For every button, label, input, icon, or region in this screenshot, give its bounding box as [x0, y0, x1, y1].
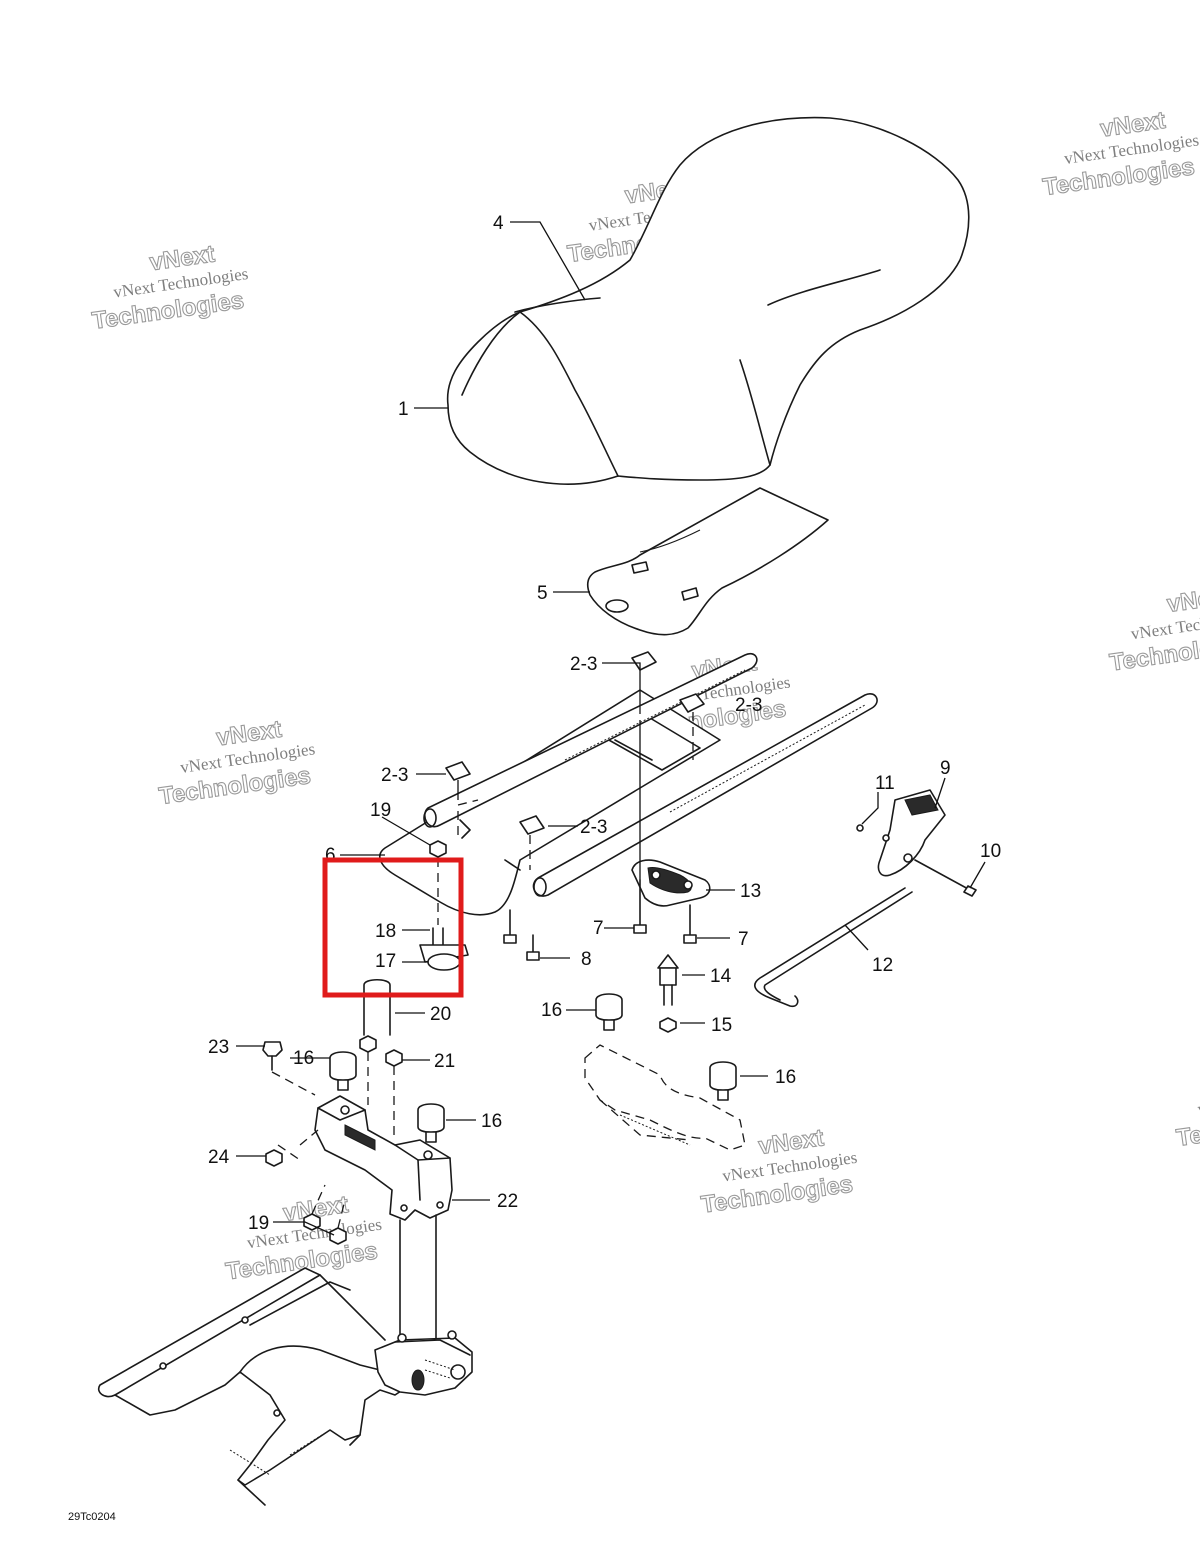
part-label-7: 7 — [593, 918, 604, 939]
seat-latch — [856, 789, 977, 897]
bolt — [503, 879, 697, 961]
watermark: vNext vNext Technologies Technologies — [1107, 582, 1200, 677]
part-label-23: 23 — [208, 1037, 229, 1058]
part-label-12: 12 — [872, 955, 893, 976]
part-label-17: 17 — [375, 951, 396, 972]
watermark: vNext vNext Technologies Technologies — [1174, 1081, 1200, 1152]
rubber-bumper — [329, 993, 737, 1143]
watermark: vNext vNext Technologies Technologies — [699, 1124, 858, 1219]
part-label-2-3: 2-3 — [381, 765, 408, 786]
part-label-10: 10 — [980, 841, 1001, 862]
rear-support-bracket — [584, 1044, 746, 1151]
svg-text:vNext: vNext — [1165, 582, 1200, 618]
part-label-24: 24 — [208, 1147, 230, 1168]
part-label-20: 20 — [430, 1004, 451, 1025]
part-label-22: 22 — [497, 1191, 518, 1212]
seat-pan — [586, 487, 829, 636]
part-label-14: 14 — [710, 966, 732, 987]
part-label-2-3: 2-3 — [570, 654, 597, 675]
part-label-16: 16 — [293, 1048, 314, 1069]
part-label-19: 19 — [248, 1213, 269, 1234]
part-label-11: 11 — [875, 773, 895, 794]
seat-frame — [379, 652, 878, 916]
svg-text:vNext Technologies: vNext Technologies — [1196, 1081, 1200, 1119]
part-labels: 4 1 5 2-3 2-3 2-3 2-3 19 6 11 9 10 13 7 … — [208, 213, 1001, 1234]
part-label-2-3: 2-3 — [735, 695, 762, 716]
square-nut — [445, 651, 705, 835]
part-label-2-3: 2-3 — [580, 817, 607, 838]
watermark: vNext vNext Technologies Technologies — [157, 715, 316, 810]
part-label-19: 19 — [370, 800, 391, 821]
part-label-6: 6 — [325, 845, 336, 866]
watermark: vNext vNext Technologies Technologies — [90, 240, 249, 335]
latch-base — [631, 859, 711, 907]
chassis-frame — [97, 1267, 473, 1506]
watermark: vNext vNext Technologies Technologies — [224, 1191, 383, 1286]
release-cable — [754, 887, 913, 1008]
part-label-5: 5 — [537, 583, 548, 604]
diagram-code: 29Tc0204 — [68, 1511, 116, 1523]
part-label-21: 21 — [434, 1051, 455, 1072]
svg-text:Technologies: Technologies — [1175, 1104, 1200, 1152]
part-label-16: 16 — [481, 1111, 502, 1132]
highlight-box — [322, 857, 464, 998]
part-label-16: 16 — [541, 1000, 562, 1021]
fasteners — [262, 799, 479, 1245]
watermark: vNext vNext Technologies Technologies — [1041, 106, 1200, 201]
part-label-13: 13 — [740, 881, 761, 902]
part-label-9: 9 — [940, 758, 951, 779]
seat-cushion — [446, 116, 970, 485]
part-label-7: 7 — [738, 929, 749, 950]
leader-lines — [236, 221, 986, 1236]
stud — [657, 954, 679, 1033]
front-support-bracket — [277, 1095, 453, 1346]
part-label-15: 15 — [711, 1015, 732, 1036]
part-label-16: 16 — [775, 1067, 796, 1088]
part-label-18: 18 — [375, 921, 396, 942]
part-label-1: 1 — [398, 399, 409, 420]
part-label-4: 4 — [493, 213, 504, 234]
part-label-8: 8 — [581, 949, 592, 970]
